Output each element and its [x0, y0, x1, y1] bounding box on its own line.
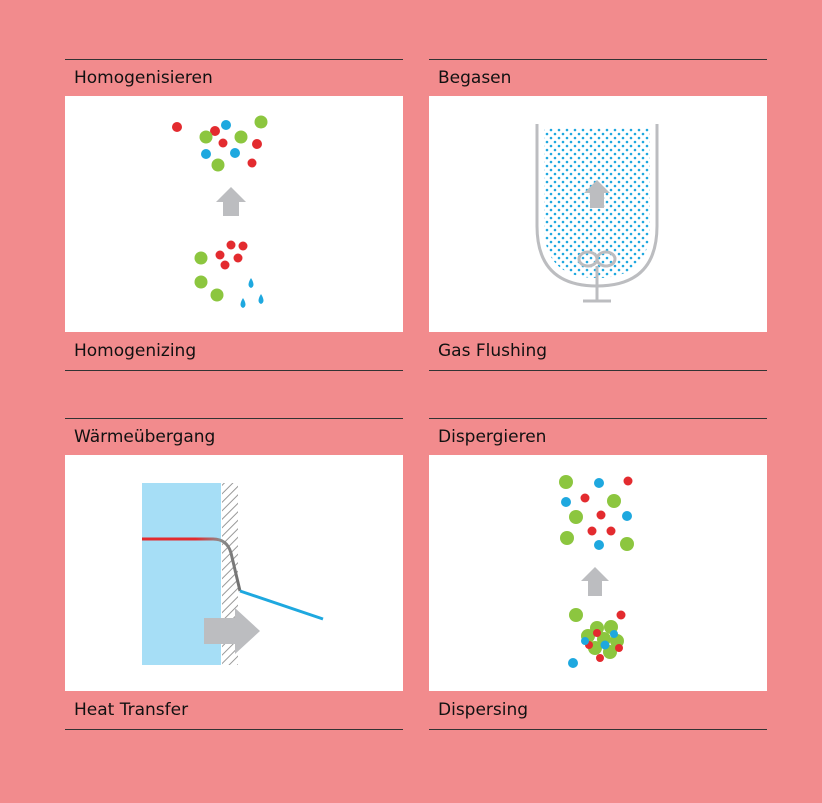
heat-title: Wärmeübergang: [74, 427, 216, 447]
homogenize-title: Homogenisieren: [74, 68, 213, 88]
separate-particles: [194, 240, 264, 308]
heat-card: Wärmeübergang Heat Transfer: [65, 418, 403, 730]
right-arrow-icon: [204, 608, 260, 654]
divider: [429, 729, 767, 730]
gas-card: Begasen Gas Flushing: [429, 59, 767, 371]
temperature-profile-line-cold: [239, 589, 324, 621]
gas-illustration: [429, 96, 767, 332]
up-arrow-icon: [584, 180, 610, 208]
homogenize-caption: Homogenizing: [74, 341, 197, 361]
agglomerate-particles: [568, 608, 626, 668]
divider: [429, 370, 767, 371]
gas-caption: Gas Flushing: [438, 341, 548, 361]
heat-illustration: [65, 455, 403, 691]
temperature-profile-line: [142, 537, 242, 592]
disperse-card: Dispergieren: [429, 418, 767, 730]
divider: [65, 729, 403, 730]
divider: [65, 370, 403, 371]
stirrer-icon: [577, 250, 617, 303]
disperse-caption: Dispersing: [438, 700, 529, 720]
divider: [65, 418, 403, 419]
heat-caption: Heat Transfer: [74, 700, 189, 720]
divider: [429, 59, 767, 60]
up-arrow-icon: [216, 187, 246, 216]
gas-title: Begasen: [438, 68, 512, 88]
homogenize-card: Homogenisieren: [65, 59, 403, 371]
mixed-particles: [172, 115, 268, 172]
up-arrow-icon: [581, 567, 609, 596]
divider: [65, 59, 403, 60]
dispersed-particles: [559, 475, 634, 551]
disperse-title: Dispergieren: [438, 427, 547, 447]
homogenize-illustration: [65, 96, 403, 332]
disperse-illustration: [429, 455, 767, 691]
divider: [429, 418, 767, 419]
